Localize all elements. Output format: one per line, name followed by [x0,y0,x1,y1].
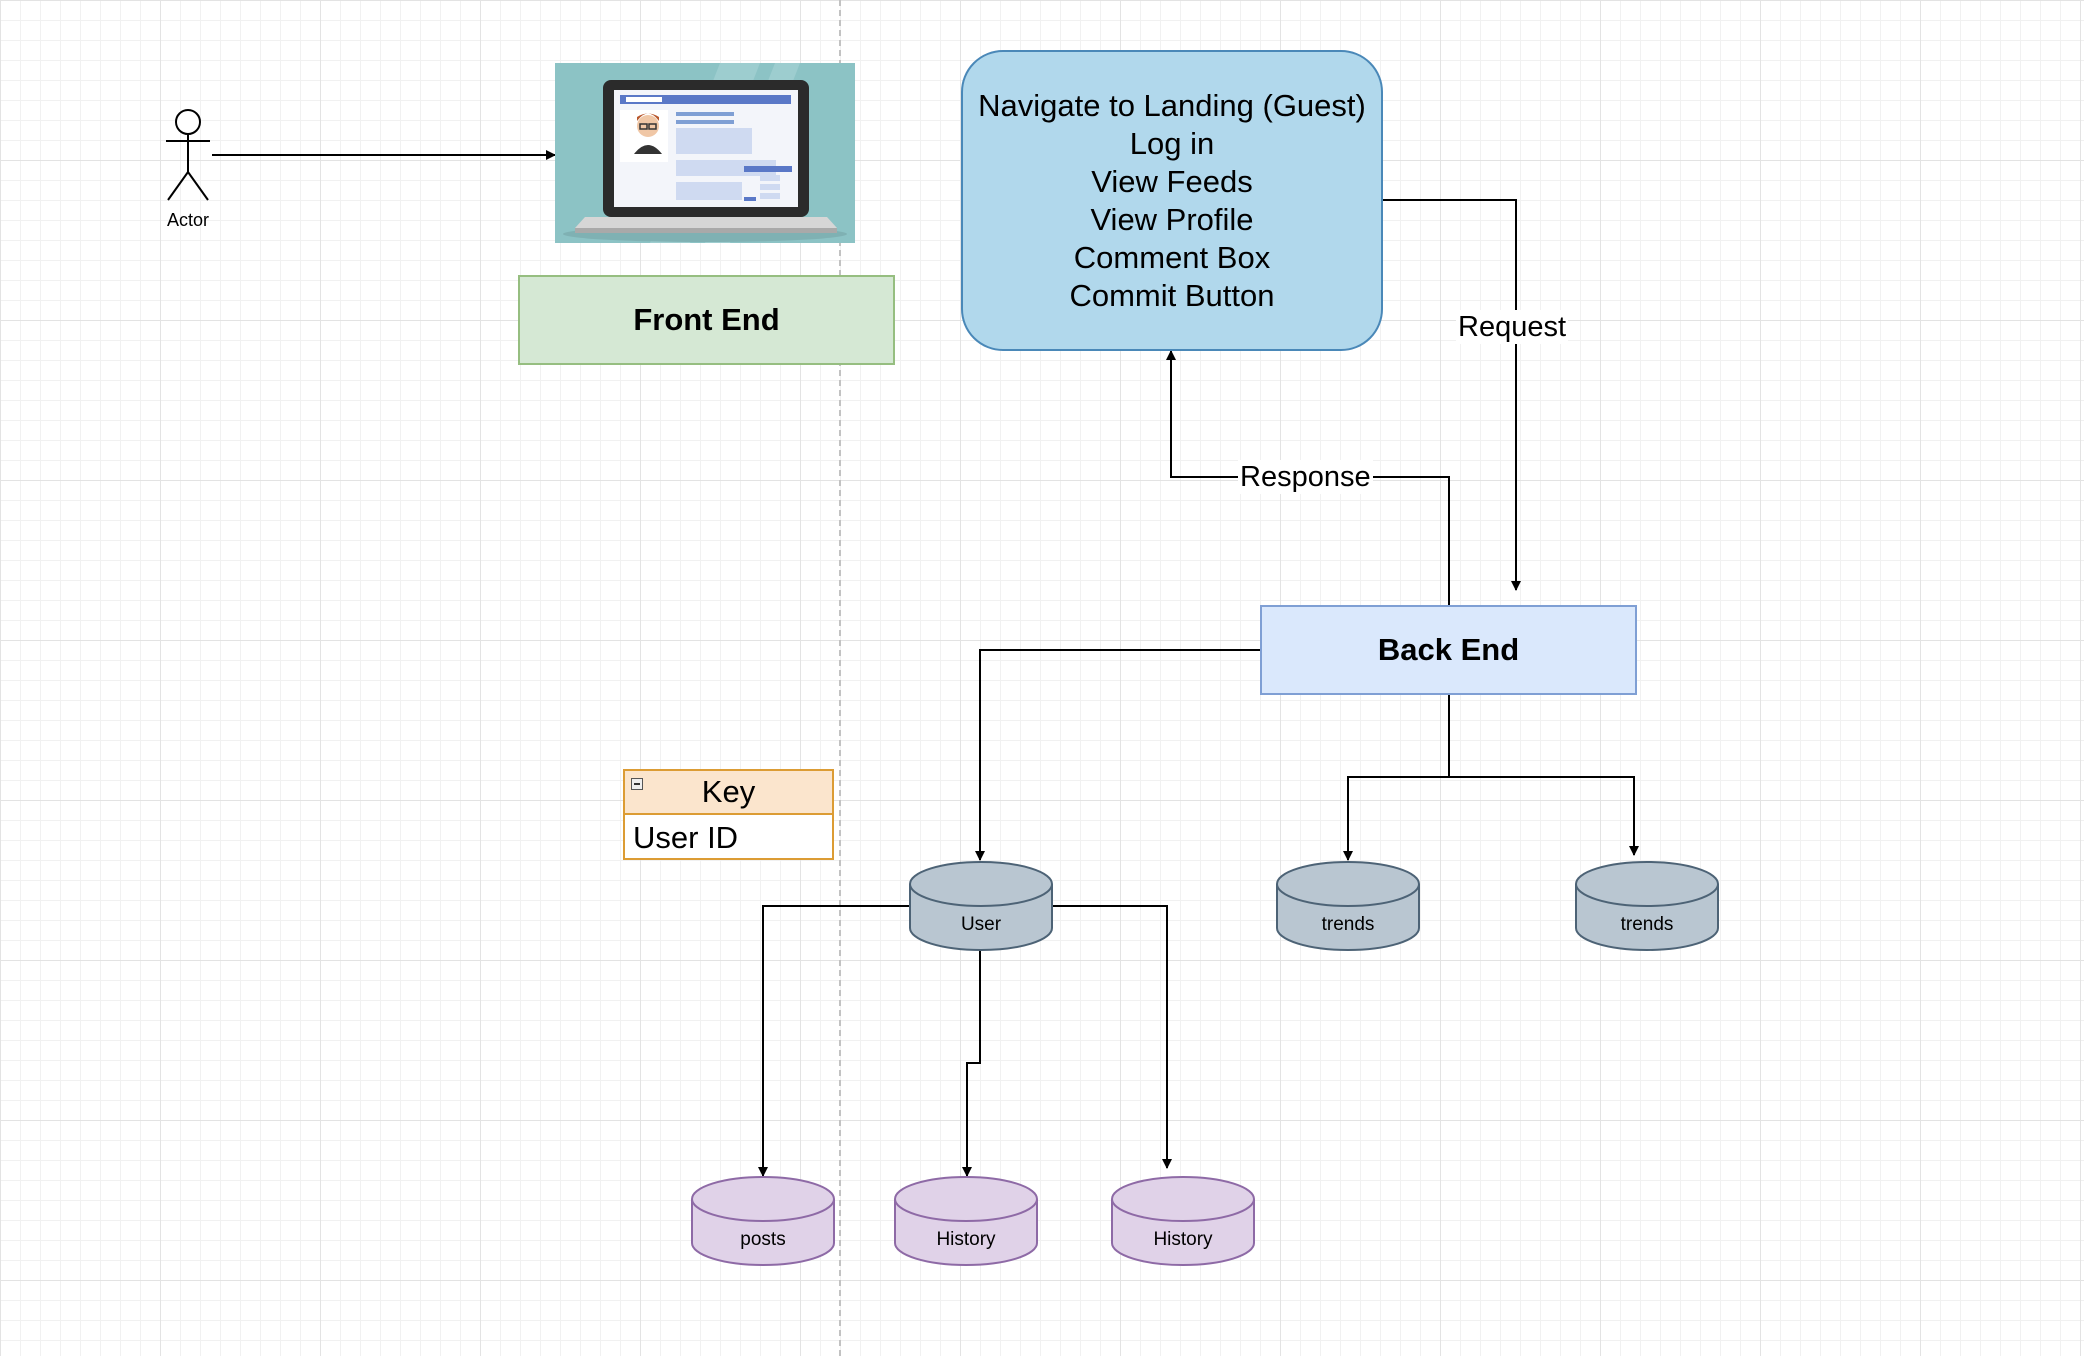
key-table-header: Key [625,771,832,815]
back-end-label: Back End [1377,632,1520,667]
db-history-1[interactable] [894,1176,1038,1266]
actor-label: Actor [166,210,209,230]
use-case-line: View Profile [1090,201,1254,237]
response-edge-label: Response [1238,460,1373,494]
key-table-row[interactable]: User ID [633,819,739,855]
edge-request[interactable] [1383,199,1521,591]
edge-backend-to-user[interactable] [975,649,1260,861]
use-case-line: Navigate to Landing (Guest) [978,87,1366,123]
db-trends-1-label: trends [1321,914,1375,935]
db-user[interactable] [909,861,1053,951]
front-end-label: Front End [633,302,780,337]
edge-user-to-posts[interactable] [758,905,910,1177]
use-case-line: Commit Button [1069,277,1275,313]
page-break-line [839,0,841,1356]
db-history-1-label: History [936,1229,996,1250]
db-trends-1[interactable] [1276,861,1420,951]
collapse-icon[interactable] [631,778,643,790]
db-history-2-label: History [1153,1229,1213,1250]
key-table-title: Key [701,774,756,809]
front-end-box[interactable]: Front End [518,275,895,365]
edge-user-to-history-1[interactable] [962,950,981,1177]
db-posts[interactable] [691,1176,835,1266]
key-entity-table[interactable]: Key User ID [623,769,834,860]
use-case-line: Comment Box [1073,239,1271,275]
use-case-line: View Feeds [1091,163,1253,199]
db-user-label: User [960,914,1002,935]
edge-backend-to-trends-1[interactable] [1343,695,1450,861]
edge-user-to-history-2[interactable] [1052,905,1172,1169]
db-history-2[interactable] [1111,1176,1255,1266]
db-posts-label: posts [740,1229,786,1250]
back-end-box[interactable]: Back End [1260,605,1637,695]
use-case-box[interactable]: Navigate to Landing (Guest) Log in View … [961,50,1383,351]
actor-stick-figure[interactable] [166,109,210,201]
db-trends-2[interactable] [1575,861,1719,951]
db-trends-2-label: trends [1620,914,1674,935]
laptop-illustration [555,63,855,243]
use-case-line: Log in [1129,125,1215,161]
request-edge-label: Request [1456,310,1569,344]
edge-backend-to-trends-2[interactable] [1449,776,1639,856]
